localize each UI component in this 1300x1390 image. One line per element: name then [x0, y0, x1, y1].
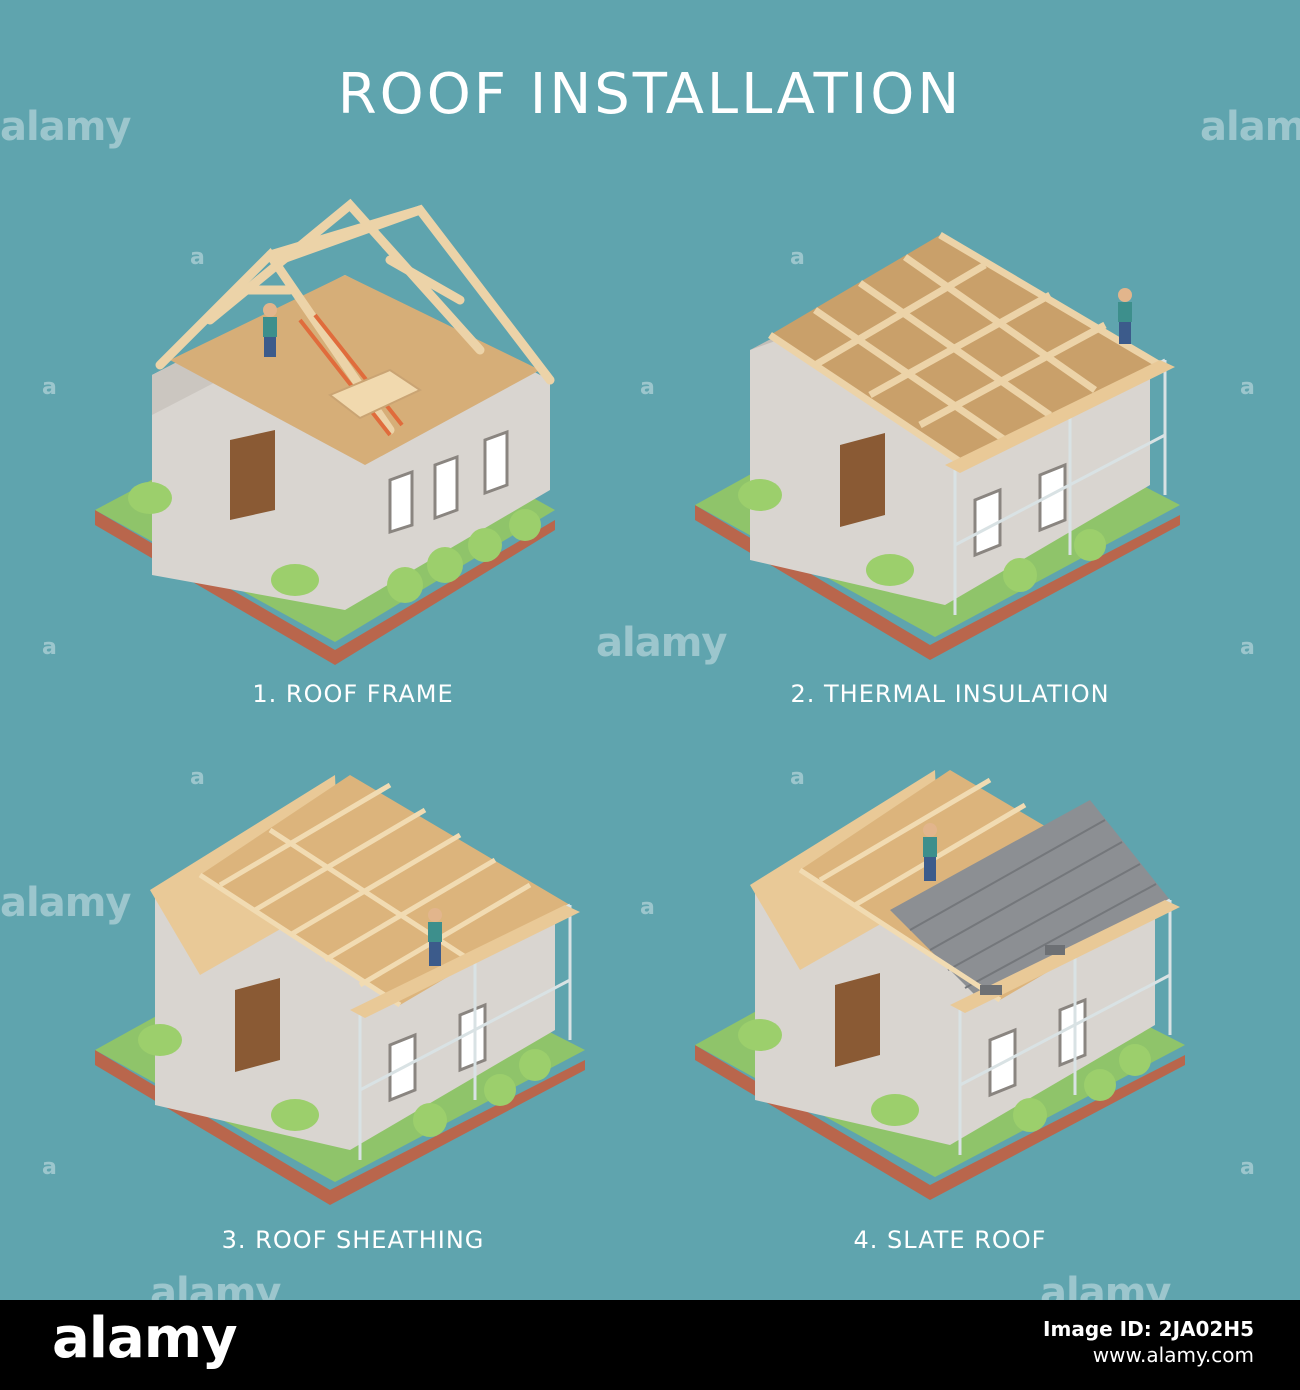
watermark-glyph: a [42, 375, 57, 400]
watermark-glyph: a [42, 635, 57, 660]
lumber-pile [328, 368, 423, 420]
illustration-canvas: ROOF INSTALLATION alamy alamy alamy alam… [0, 0, 1300, 1300]
window [433, 454, 459, 521]
watermark-glyph: a [190, 245, 205, 270]
worker-figure [263, 303, 277, 357]
watermark-glyph: a [640, 375, 655, 400]
watermark-glyph: a [42, 1155, 57, 1180]
stock-footer-bar: alamy Image ID: 2JA02H5 www.alamy.com [0, 1300, 1300, 1390]
watermark-glyph: a [1240, 635, 1255, 660]
scaffold-deck [350, 905, 580, 1018]
step-caption-slate-roof: 4. SLATE ROOF [853, 1226, 1047, 1254]
bush [413, 1103, 447, 1137]
watermark-glyph: a [1240, 375, 1255, 400]
footer-meta: Image ID: 2JA02H5 www.alamy.com [1043, 1316, 1254, 1368]
house-roof-frame-illustration [95, 198, 555, 665]
bush [509, 509, 541, 541]
slate-rows [909, 819, 1157, 989]
bush [1003, 558, 1037, 592]
bush [738, 1019, 782, 1051]
bush [138, 1024, 182, 1056]
bush [519, 1049, 551, 1081]
bush [738, 479, 782, 511]
bush [484, 1074, 516, 1106]
step-caption-roof-frame: 1. ROOF FRAME [252, 680, 454, 708]
bush [427, 547, 463, 583]
watermark-glyph: a [790, 245, 805, 270]
worker-figure [923, 823, 937, 881]
slate-roof-tiles [890, 800, 1170, 1000]
footer-url[interactable]: www.alamy.com [1092, 1343, 1254, 1367]
bush [871, 1094, 919, 1126]
roof-truss [155, 198, 555, 435]
door [235, 978, 280, 1072]
step-caption-thermal-insulation: 2. THERMAL INSULATION [790, 680, 1110, 708]
bush [271, 564, 319, 596]
ladder [298, 313, 404, 437]
page-title: ROOF INSTALLATION [337, 62, 963, 127]
roof-sheathing [200, 775, 570, 1005]
floor-deck [170, 275, 540, 465]
window [483, 429, 509, 496]
bush [866, 554, 914, 586]
house-thermal-insulation-illustration [695, 231, 1180, 660]
bush [271, 1099, 319, 1131]
slate-stack [980, 985, 1002, 995]
roof-battens [798, 777, 1027, 1003]
bush [128, 482, 172, 514]
door [840, 433, 885, 527]
door [230, 430, 275, 520]
roof-insulation [770, 235, 1160, 465]
scaffold-deck [950, 900, 1180, 1013]
watermark-text: alamy [1200, 104, 1300, 150]
bush [1119, 1044, 1151, 1076]
window [458, 1002, 487, 1073]
house-roof-sheathing-illustration [95, 775, 585, 1205]
step-caption-roof-sheathing: 3. ROOF SHEATHING [221, 1226, 485, 1254]
scaffold-deck [945, 360, 1175, 473]
bush [1074, 529, 1106, 561]
door [835, 973, 880, 1067]
watermark-glyph: a [190, 765, 205, 790]
watermark-text: alamy [596, 620, 727, 666]
watermark-glyph: a [1240, 1155, 1255, 1180]
window [1058, 997, 1087, 1068]
bush [387, 567, 423, 603]
bush [468, 528, 502, 562]
window [973, 487, 1002, 558]
watermark-text: alamy [150, 1270, 281, 1300]
worker-figure [428, 908, 442, 966]
bush [1013, 1098, 1047, 1132]
watermark-glyph: a [640, 895, 655, 920]
watermark-glyph: a [790, 765, 805, 790]
image-id-text: Image ID: 2JA02H5 [1043, 1317, 1254, 1341]
bush [1084, 1069, 1116, 1101]
worker-figure [1118, 288, 1132, 344]
watermark-text: alamy [0, 104, 131, 150]
window [388, 469, 414, 535]
watermark-text: alamy [1040, 1270, 1171, 1300]
house-slate-roof-illustration [695, 770, 1185, 1200]
window [1038, 462, 1067, 533]
watermark-text: alamy [0, 880, 131, 926]
slate-stack [1045, 945, 1065, 955]
footer-logo: alamy [52, 1306, 238, 1371]
